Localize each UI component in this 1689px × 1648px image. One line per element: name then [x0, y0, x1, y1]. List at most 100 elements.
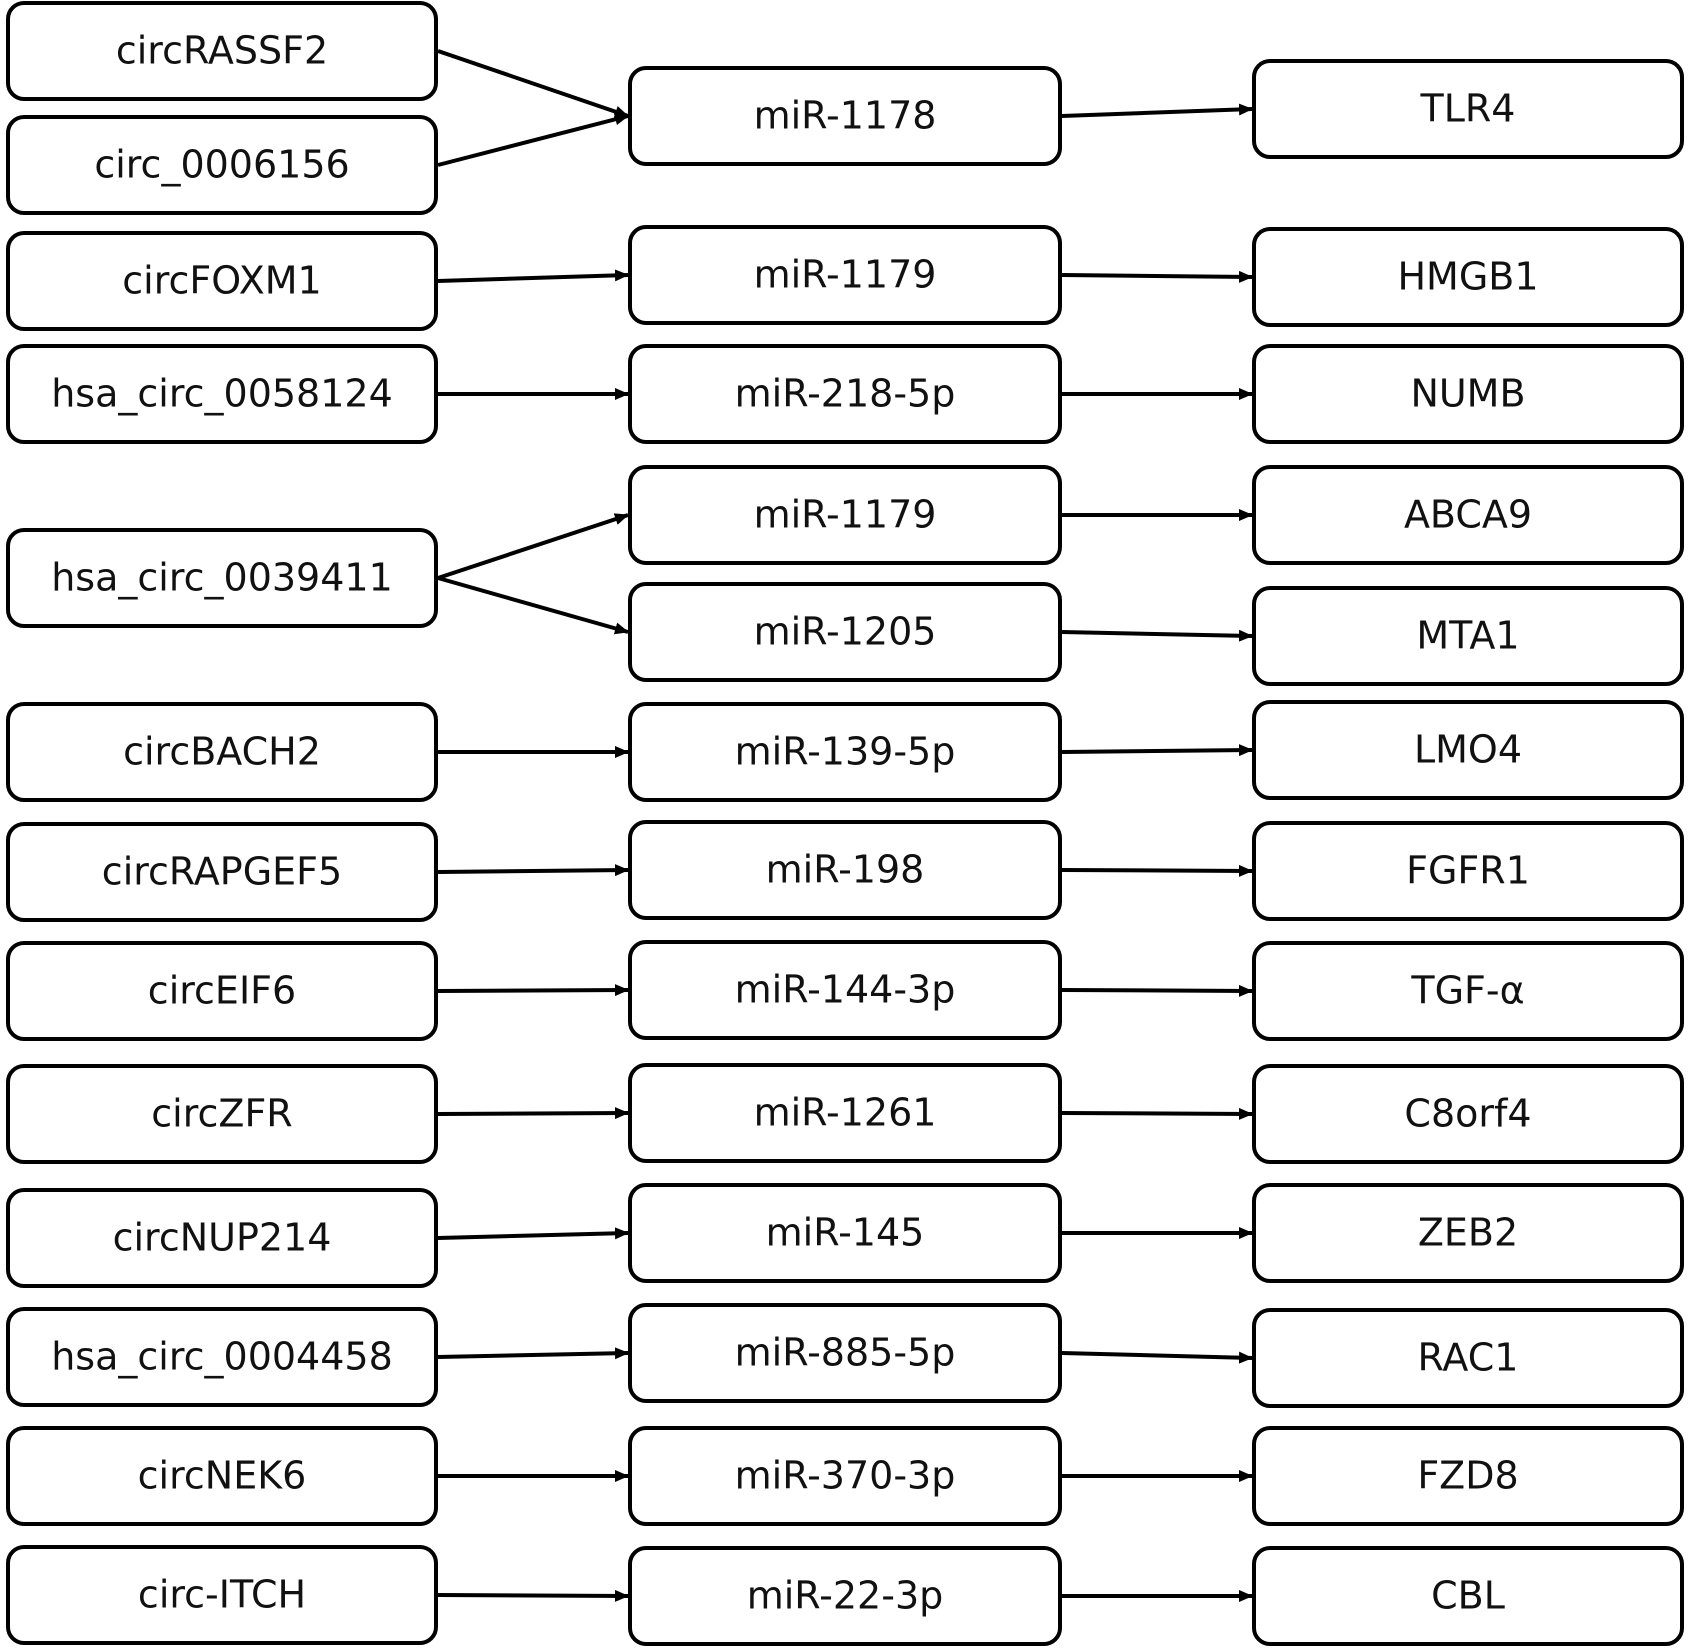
node-box [628, 820, 1062, 920]
node-label: miR-198 [766, 848, 925, 892]
circrna-node-5: hsa_circ_0039411 [6, 528, 438, 628]
circrna-node-6: circBACH2 [6, 702, 438, 802]
mirna-node-10: miR-145 [628, 1183, 1062, 1283]
node-label: miR-145 [766, 1211, 925, 1255]
node-box [628, 940, 1062, 1040]
node-label: C8orf4 [1404, 1092, 1531, 1136]
target-node-10: ZEB2 [1252, 1183, 1684, 1283]
node-label: NUMB [1410, 372, 1525, 416]
node-label: miR-1179 [754, 493, 937, 537]
node-label: circNUP214 [113, 1216, 332, 1260]
circrna-node-9: circZFR [6, 1064, 438, 1164]
node-label: miR-1261 [754, 1091, 937, 1135]
target-node-3: NUMB [1252, 344, 1684, 444]
node-box [6, 1064, 438, 1164]
circrna-node-13: circ-ITCH [6, 1545, 438, 1645]
node-box [1252, 586, 1684, 686]
circrna-node-2: circ_0006156 [6, 115, 438, 215]
node-box [6, 702, 438, 802]
mirna-node-5: miR-1205 [628, 582, 1062, 682]
node-box [1252, 344, 1684, 444]
mirna-node-1: miR-1178 [628, 66, 1062, 166]
node-label: ABCA9 [1404, 493, 1532, 537]
node-label: circRAPGEF5 [102, 850, 342, 894]
node-label: miR-885-5p [735, 1331, 956, 1375]
edge-arrow-c7-to-m7 [437, 864, 629, 877]
node-label: miR-218-5p [735, 372, 956, 416]
node-label: FZD8 [1417, 1454, 1518, 1498]
node-label: circNEK6 [138, 1454, 307, 1498]
mirna-node-11: miR-885-5p [628, 1303, 1062, 1403]
edge-arrow-c5-to-m4 [437, 513, 629, 580]
node-label: circEIF6 [148, 969, 296, 1013]
target-node-2: HMGB1 [1252, 227, 1684, 327]
mirna-node-2: miR-1179 [628, 225, 1062, 325]
node-box [6, 822, 438, 922]
target-node-12: FZD8 [1252, 1426, 1684, 1526]
target-node-11: RAC1 [1252, 1308, 1684, 1408]
edges-layer [437, 49, 1253, 1602]
node-label: MTA1 [1416, 614, 1519, 658]
node-label: circFOXM1 [122, 259, 321, 303]
node-box [628, 1426, 1062, 1526]
circrna-node-11: hsa_circ_0004458 [6, 1307, 438, 1407]
mirna-node-4: miR-1179 [628, 465, 1062, 565]
node-label: circRASSF2 [116, 29, 328, 73]
edge-arrow-m5-to-t5 [1061, 629, 1253, 642]
node-box [1252, 227, 1684, 327]
node-box [1252, 821, 1684, 921]
node-box [628, 66, 1062, 166]
node-box [6, 1426, 438, 1526]
edge-arrow-m8-to-t8 [1061, 984, 1253, 997]
node-box [628, 1183, 1062, 1283]
node-box [628, 344, 1062, 444]
node-box [628, 1303, 1062, 1403]
circrna-node-3: circFOXM1 [6, 231, 438, 331]
node-box [6, 344, 438, 444]
node-label: miR-22-3p [747, 1574, 944, 1618]
node-label: circ-ITCH [138, 1573, 306, 1617]
node-label: miR-370-3p [735, 1454, 956, 1498]
edge-arrow-c8-to-m8 [437, 984, 629, 997]
target-node-9: C8orf4 [1252, 1064, 1684, 1164]
node-box [1252, 1064, 1684, 1164]
node-box [1252, 1183, 1684, 1283]
node-box [628, 1063, 1062, 1163]
node-label: TLR4 [1420, 87, 1516, 131]
node-box [6, 528, 438, 628]
node-label: HMGB1 [1397, 255, 1538, 299]
edge-arrow-c11-to-m11 [437, 1347, 629, 1360]
node-box [6, 1545, 438, 1645]
node-label: hsa_circ_0058124 [51, 372, 393, 416]
node-box [628, 465, 1062, 565]
node-box [628, 1546, 1062, 1646]
circrna-node-7: circRAPGEF5 [6, 822, 438, 922]
node-box [1252, 1546, 1684, 1646]
node-box [6, 1, 438, 101]
edge-arrow-m1-to-t1 [1061, 103, 1253, 118]
target-node-13: CBL [1252, 1546, 1684, 1646]
target-node-7: FGFR1 [1252, 821, 1684, 921]
mirna-node-8: miR-144-3p [628, 940, 1062, 1040]
edge-arrow-c9-to-m9 [437, 1107, 629, 1120]
edge-arrow-c1-to-m1 [437, 49, 629, 118]
circrna-node-8: circEIF6 [6, 941, 438, 1041]
node-box [6, 941, 438, 1041]
node-label: miR-144-3p [735, 968, 956, 1012]
node-box [1252, 59, 1684, 159]
node-box [6, 1188, 438, 1288]
mirna-node-3: miR-218-5p [628, 344, 1062, 444]
node-label: FGFR1 [1406, 849, 1530, 893]
node-label: hsa_circ_0004458 [51, 1335, 393, 1379]
node-label: circZFR [151, 1092, 292, 1136]
node-box [1252, 1308, 1684, 1408]
target-node-1: TLR4 [1252, 59, 1684, 159]
edge-arrow-c13-to-m13 [437, 1589, 629, 1602]
node-label: miR-1179 [754, 253, 937, 297]
mirna-node-13: miR-22-3p [628, 1546, 1062, 1646]
edge-arrow-m2-to-t2 [1061, 270, 1253, 283]
edge-arrow-m7-to-t7 [1061, 864, 1253, 877]
mirna-node-6: miR-139-5p [628, 702, 1062, 802]
